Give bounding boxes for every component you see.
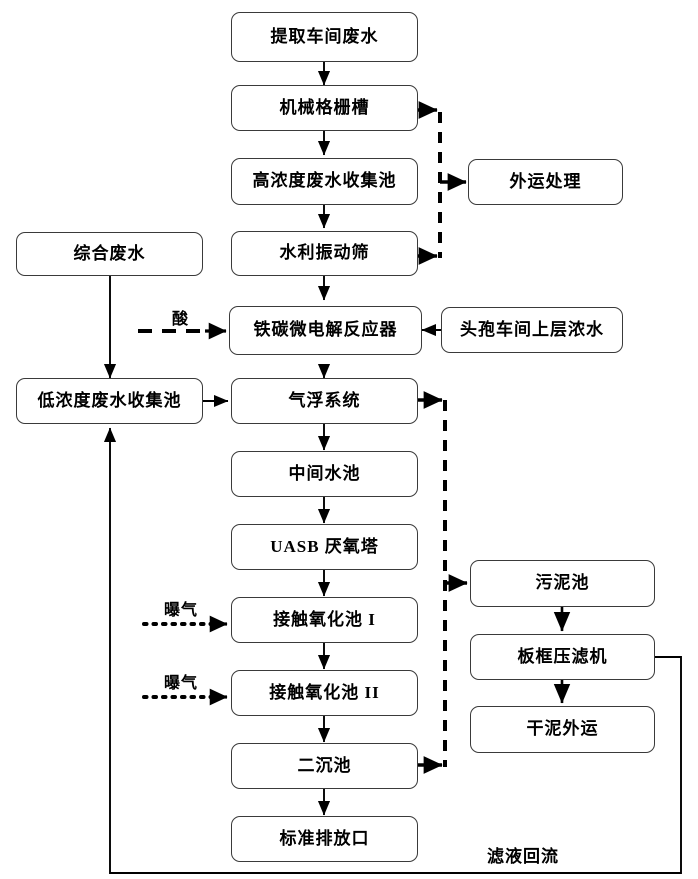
node-intermediate-pool[interactable]: 中间水池 — [231, 451, 418, 497]
node-standard-discharge-outlet[interactable]: 标准排放口 — [231, 816, 418, 862]
node-contact-oxidation-pool-1[interactable]: 接触氧化池 I — [231, 597, 418, 643]
node-secondary-sedimentation-tank[interactable]: 二沉池 — [231, 743, 418, 789]
node-hydraulic-vibrating-screen[interactable]: 水利振动筛 — [231, 231, 418, 276]
edge-label-acid: 酸 — [172, 311, 190, 328]
node-contact-oxidation-pool-2[interactable]: 接触氧化池 II — [231, 670, 418, 716]
node-air-flotation-system[interactable]: 气浮系统 — [231, 378, 418, 424]
node-sludge-pool[interactable]: 污泥池 — [470, 560, 655, 607]
edge-label-filtrate-return: 滤液回流 — [487, 847, 559, 866]
node-plate-frame-filter-press[interactable]: 板框压滤机 — [470, 634, 655, 680]
node-extraction-wastewater[interactable]: 提取车间废水 — [231, 12, 418, 62]
edge-label-aeration-1: 曝气 — [164, 602, 199, 619]
node-iron-carbon-microelectrolysis-reactor[interactable]: 铁碳微电解反应器 — [229, 306, 422, 355]
node-uasb-anaerobic-tower[interactable]: UASB 厌氧塔 — [231, 524, 418, 570]
node-low-concentration-collection-pool[interactable]: 低浓度废水收集池 — [16, 378, 203, 424]
node-mechanical-grille[interactable]: 机械格栅槽 — [231, 85, 418, 131]
node-high-concentration-collection-pool[interactable]: 高浓度废水收集池 — [231, 158, 418, 205]
edge-label-aeration-2: 曝气 — [164, 675, 199, 692]
node-dry-sludge-transport[interactable]: 干泥外运 — [470, 706, 655, 753]
node-comprehensive-wastewater[interactable]: 综合废水 — [16, 232, 203, 276]
node-cephalosporin-upper-concentrated-water[interactable]: 头孢车间上层浓水 — [441, 307, 623, 353]
node-offsite-treatment[interactable]: 外运处理 — [468, 159, 623, 205]
